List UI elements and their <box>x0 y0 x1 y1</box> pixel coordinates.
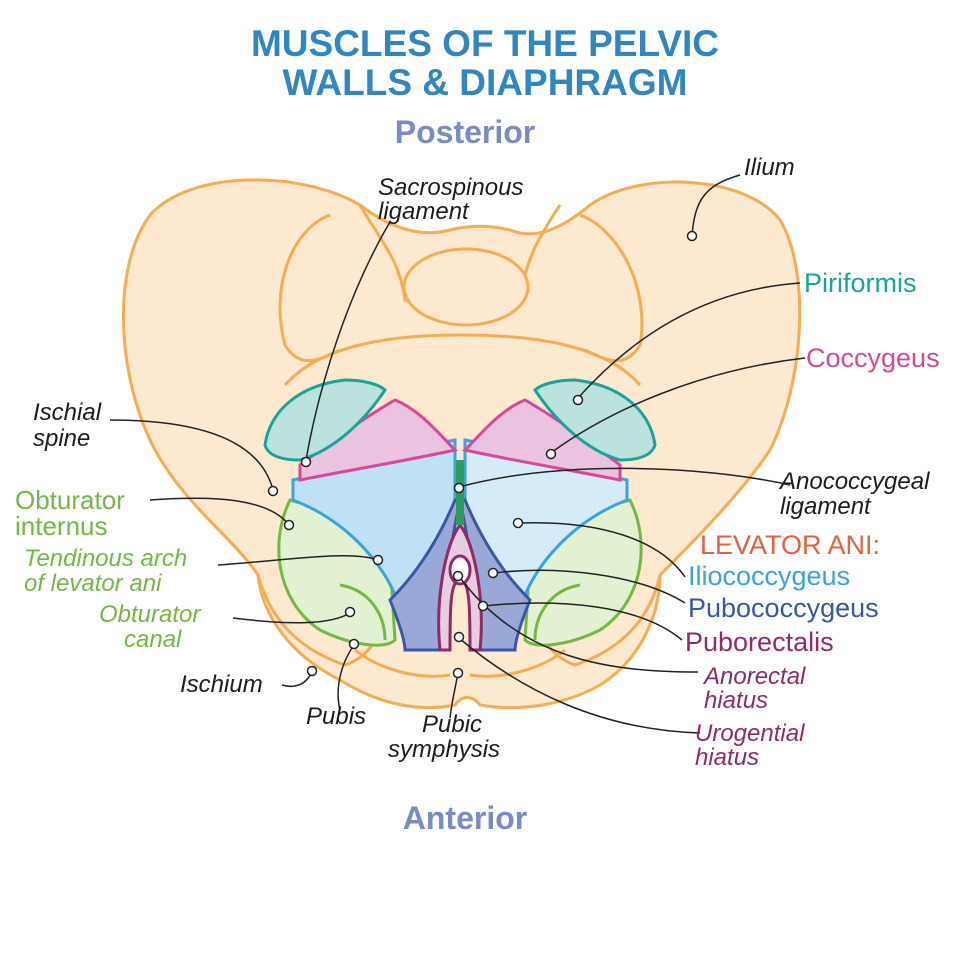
marker-obturator-canal <box>344 606 356 618</box>
label-levator-ani: LEVATOR ANI: <box>700 530 881 560</box>
marker-ischial-spine <box>267 485 279 497</box>
leader-pubococcygeus <box>493 569 686 604</box>
diagram-title-line1: MUSCLES OF THE PELVIC <box>250 23 719 64</box>
leader-tendinous-arch <box>217 554 379 566</box>
label-obturator-internus-line2: internus <box>15 511 108 541</box>
label-ilium: Ilium <box>744 154 795 181</box>
ischium-left <box>256 574 377 667</box>
marker-ischium <box>306 665 318 677</box>
label-anococcygeal-line1: Anococcygeal <box>780 468 930 495</box>
label-obturator-canal-line1: Obturator <box>99 601 201 628</box>
piriformis <box>263 378 657 462</box>
marker-anococcygeal <box>453 482 465 494</box>
marker-ilium <box>686 230 698 242</box>
leader-obturator-canal <box>232 612 351 624</box>
marker-pubic-symphysis <box>452 667 464 679</box>
marker-puborectalis <box>477 600 489 612</box>
label-ischium: Ischium <box>180 671 263 698</box>
piriformis-right <box>533 378 657 462</box>
label-urogenital-line2: hiatus <box>695 744 760 771</box>
leader-anococcygeal <box>458 467 791 488</box>
label-tendinous-line2: of levator ani <box>24 570 162 597</box>
leader-puborectalis <box>483 602 683 641</box>
puborectalis <box>437 522 483 652</box>
marker-sacrospinous <box>300 456 312 468</box>
leader-ilium <box>691 174 741 236</box>
marker-pubococcygeus <box>487 567 499 579</box>
label-sacrospinous-line1: Sacrospinous <box>378 174 524 201</box>
label-obturator-internus-line1: Obturator <box>15 485 125 515</box>
leader-piriformis <box>577 282 801 399</box>
label-puborectalis: Puborectalis <box>685 627 834 657</box>
marker-iliococcygeus <box>512 517 524 529</box>
label-pubic-symphysis-line2: symphysis <box>388 736 501 763</box>
leader-coccygeus <box>551 357 806 453</box>
pelvic-brim <box>283 333 642 386</box>
label-iliococcygeus: Iliococcygeus <box>688 561 851 591</box>
orientation-posterior: Posterior <box>394 114 536 150</box>
label-ischial-spine-line1: Ischial <box>33 399 102 426</box>
marker-urogenital <box>453 631 465 643</box>
label-pubococcygeus: Pubococcygeus <box>688 593 879 623</box>
label-anorectal-line1: Anorectal <box>704 663 806 690</box>
obturator-canal-right <box>533 583 581 641</box>
label-anococcygeal-line2: ligament <box>780 493 871 520</box>
pubis-left <box>354 648 451 678</box>
label-urogenital-line1: Urogential <box>695 720 805 747</box>
leader-markers <box>267 230 698 679</box>
leader-iliococcygeus <box>518 521 686 578</box>
marker-piriformis <box>572 394 584 406</box>
sacral-promontory <box>402 247 530 327</box>
marker-obturator-internus <box>283 519 295 531</box>
label-ischial-spine-line2: spine <box>33 425 91 452</box>
marker-pubis <box>348 638 360 650</box>
label-pubic-symphysis-line1: Pubic <box>422 711 483 738</box>
piriformis-left <box>263 378 387 462</box>
leader-sacrospinous <box>305 221 391 461</box>
marker-anorectal <box>452 570 464 582</box>
label-pubis: Pubis <box>306 703 367 730</box>
diagram-title-line2: WALLS & DIAPHRAGM <box>282 62 688 103</box>
leader-lines <box>109 174 806 734</box>
leader-ischium <box>281 671 313 687</box>
leader-obturator-internus <box>149 497 290 526</box>
leader-urogenital <box>458 637 701 734</box>
label-piriformis: Piriformis <box>804 268 917 298</box>
pubis-right <box>469 648 566 678</box>
label-obturator-canal-line2: canal <box>124 626 182 653</box>
marker-tendinous-arch <box>372 554 384 566</box>
leader-pubis <box>337 644 355 711</box>
label-sacrospinous-line2: ligament <box>378 198 469 225</box>
label-tendinous-line1: Tendinous arch <box>24 545 188 572</box>
orientation-anterior: Anterior <box>402 800 528 836</box>
label-anorectal-line2: hiatus <box>704 687 769 714</box>
leader-ischial-spine <box>109 419 274 491</box>
marker-coccygeus <box>545 448 557 460</box>
obturator-canal-left <box>339 583 387 641</box>
label-coccygeus: Coccygeus <box>806 343 940 373</box>
